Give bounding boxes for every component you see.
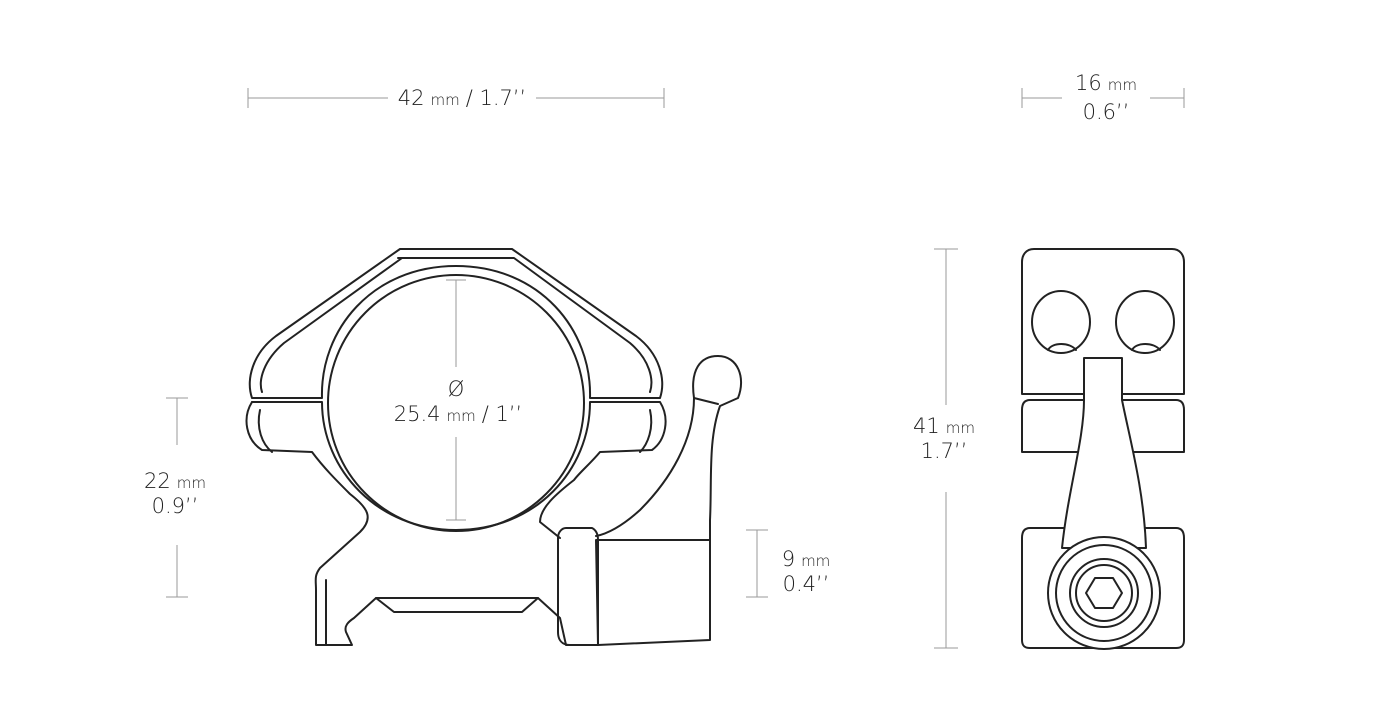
side-upper-block [1021, 248, 1185, 395]
side-middle-block [1021, 399, 1185, 453]
width-side-imperial-label: 0.6’’ [1083, 100, 1130, 124]
center-height-imperial-label: 0.9’’ [152, 494, 199, 518]
lever-height-imperial-label: 0.4’’ [783, 572, 830, 596]
tube-bore [327, 274, 585, 532]
total-height-imperial-label: 1.7’’ [921, 439, 968, 463]
hex-socket [1085, 577, 1123, 609]
locking-lever [595, 355, 743, 646]
bolt-head-outer [1047, 536, 1161, 650]
screw-hole-left [1031, 290, 1091, 354]
lower-clamp-body [251, 401, 667, 539]
screw-hole-right [1115, 290, 1175, 354]
upper-clamp-cap [248, 248, 664, 399]
side-lever-arm [1061, 357, 1147, 549]
tube-diameter-symbol: Ø [448, 377, 465, 401]
side-view [1021, 248, 1185, 650]
side-lower-block [1021, 527, 1185, 649]
